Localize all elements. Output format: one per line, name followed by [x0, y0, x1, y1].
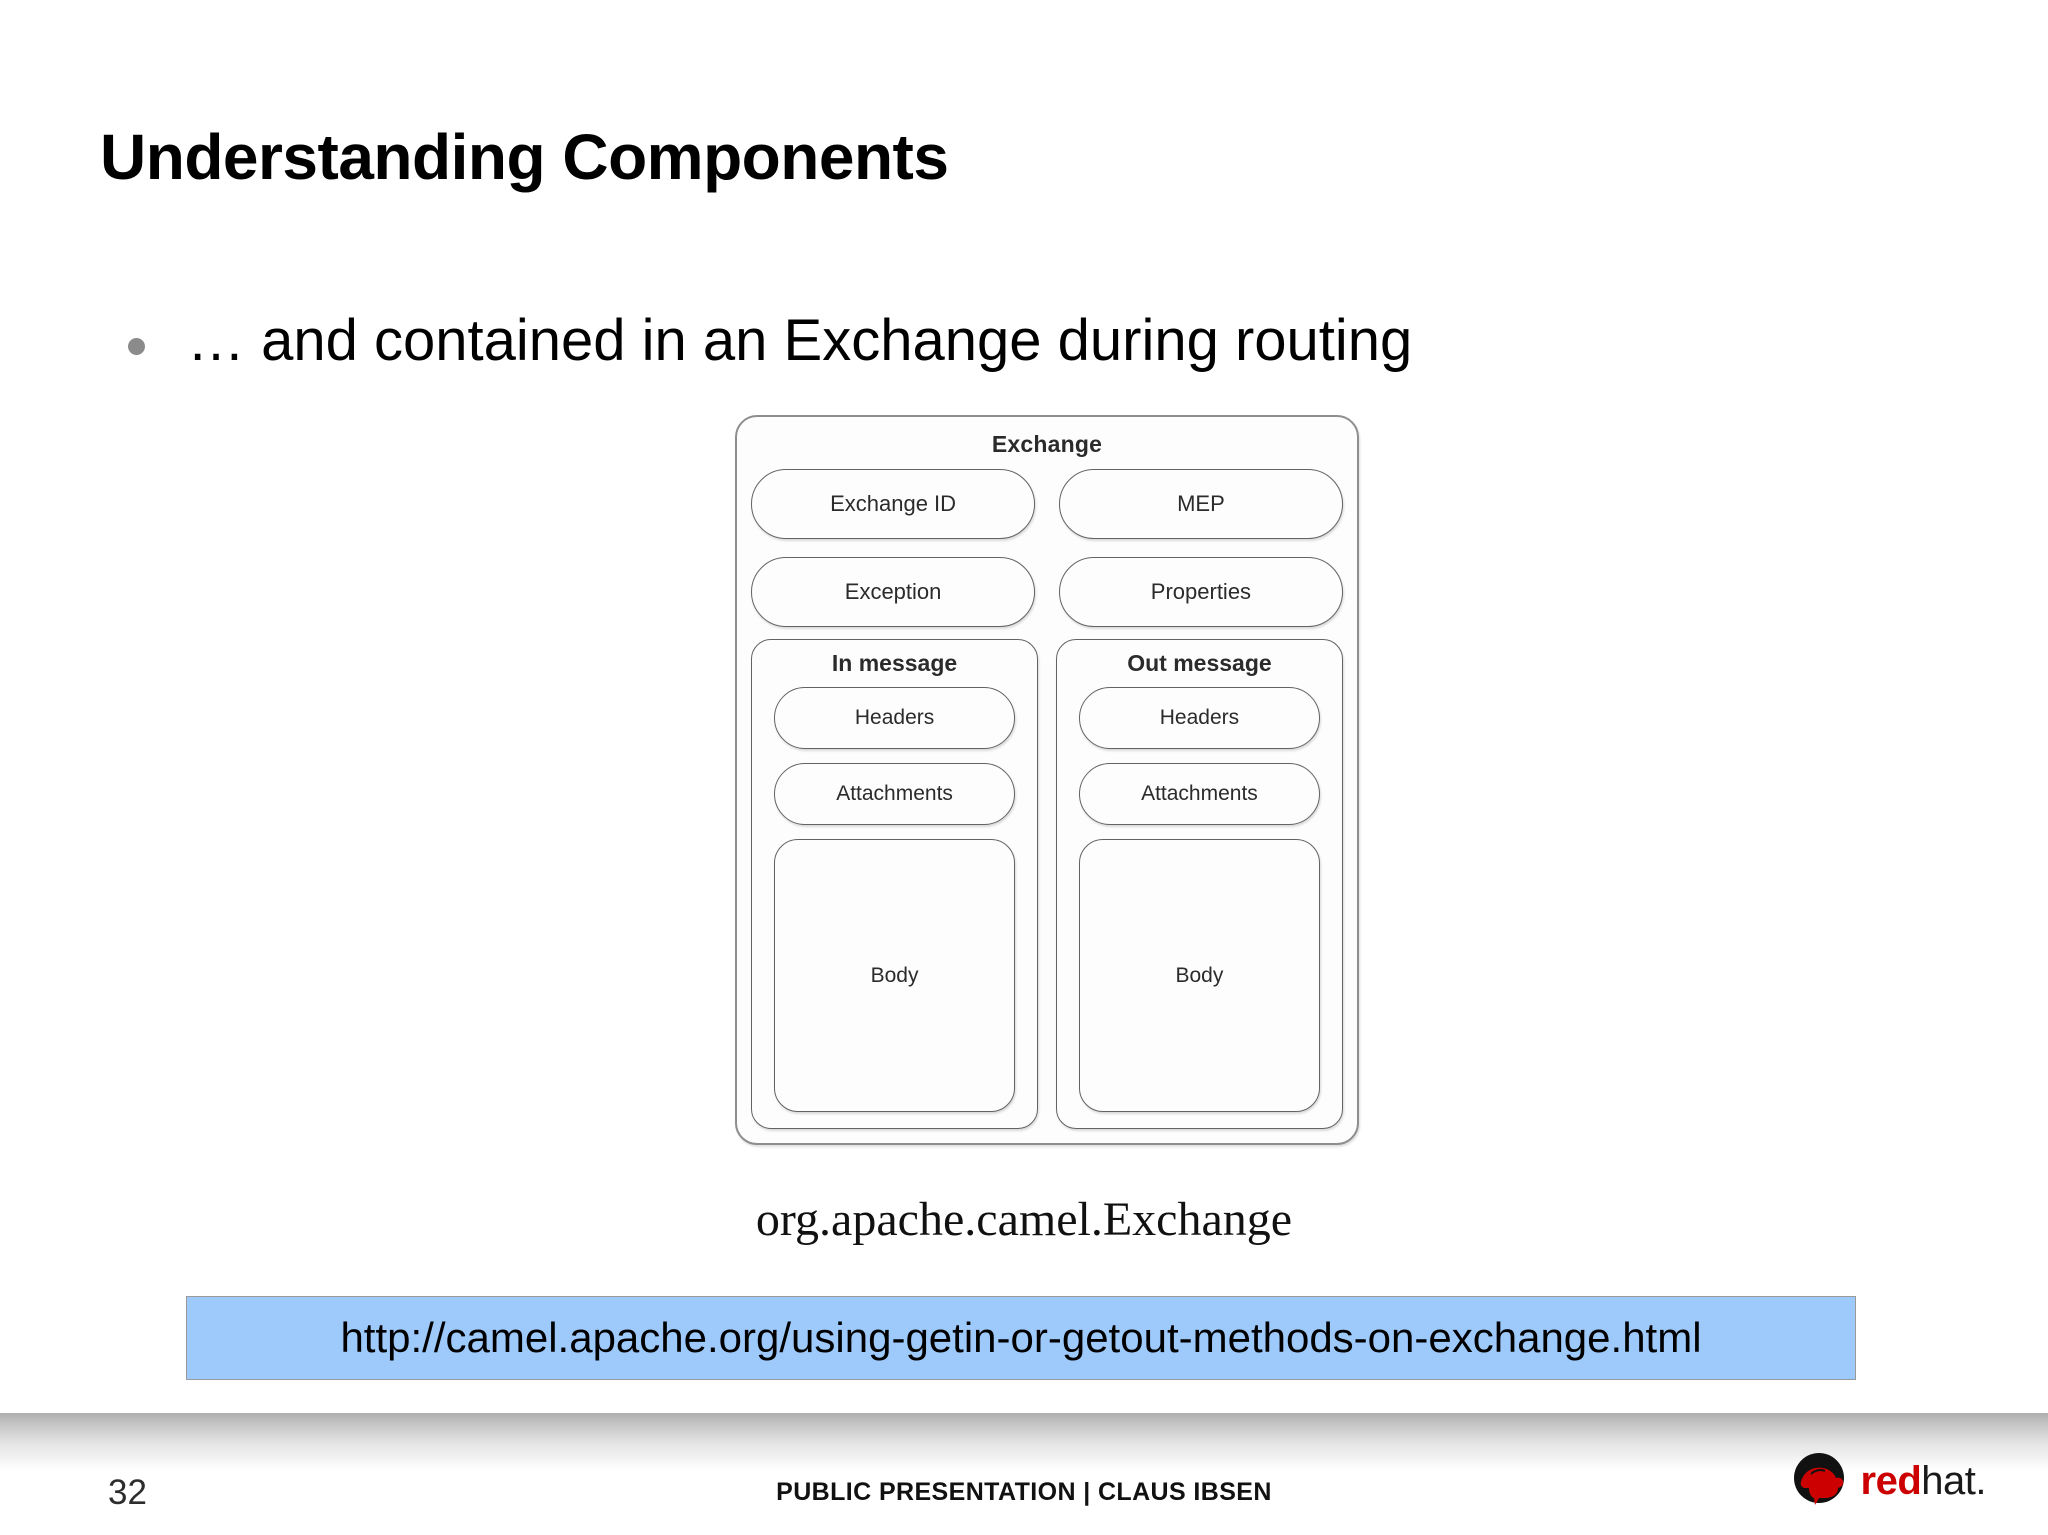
- bullet-marker-icon: [128, 338, 145, 355]
- redhat-word-red: red: [1860, 1459, 1922, 1503]
- diagram-title: Exchange: [991, 431, 1103, 457]
- bullet-list-item: … and contained in an Exchange during ro…: [128, 308, 1413, 373]
- out-message-box: Out message Headers Attachments Body: [1055, 639, 1343, 1129]
- redhat-shadowman-icon: [1793, 1453, 1844, 1505]
- out-message-body-box: Body: [1078, 839, 1320, 1112]
- page-title: Understanding Components: [100, 121, 949, 193]
- exchange-diagram: Exchange Exchange ID Exception MEP Prope…: [735, 415, 1359, 1145]
- properties-box: Properties: [1058, 557, 1343, 627]
- footer-text: PUBLIC PRESENTATION | CLAUS IBSEN: [776, 1478, 1272, 1506]
- redhat-word-hat: hat.: [1921, 1459, 1986, 1503]
- messages-grid: In message Headers Attachments Body Out …: [751, 639, 1343, 1129]
- in-message-headers-box: Headers: [774, 687, 1016, 749]
- exchange-attributes-right-column: MEP Properties: [1058, 469, 1343, 627]
- out-message-title: Out message: [1127, 650, 1272, 676]
- in-message-title: In message: [831, 650, 958, 676]
- mep-box: MEP: [1058, 469, 1343, 539]
- exchange-id-box: Exchange ID: [751, 469, 1036, 539]
- redhat-logo: redhat.: [1789, 1452, 1986, 1510]
- exchange-attributes-left-column: Exchange ID Exception: [751, 469, 1036, 627]
- out-message-attachments-box: Attachments: [1078, 763, 1320, 825]
- page-number: 32: [108, 1473, 147, 1512]
- url-text[interactable]: http://camel.apache.org/using-getin-or-g…: [340, 1314, 1702, 1361]
- footer-divider: [0, 1413, 2048, 1471]
- url-banner[interactable]: http://camel.apache.org/using-getin-or-g…: [186, 1296, 1856, 1380]
- diagram-caption: org.apache.camel.Exchange: [755, 1193, 1293, 1246]
- exception-box: Exception: [751, 557, 1036, 627]
- in-message-box: In message Headers Attachments Body: [751, 639, 1039, 1129]
- out-message-headers-box: Headers: [1078, 687, 1320, 749]
- in-message-attachments-box: Attachments: [774, 763, 1016, 825]
- in-message-body-box: Body: [774, 839, 1016, 1112]
- redhat-wordmark: redhat.: [1860, 1459, 1987, 1503]
- exchange-attributes-grid: Exchange ID Exception MEP Properties: [751, 469, 1343, 627]
- bullet-text: … and contained in an Exchange during ro…: [187, 308, 1413, 373]
